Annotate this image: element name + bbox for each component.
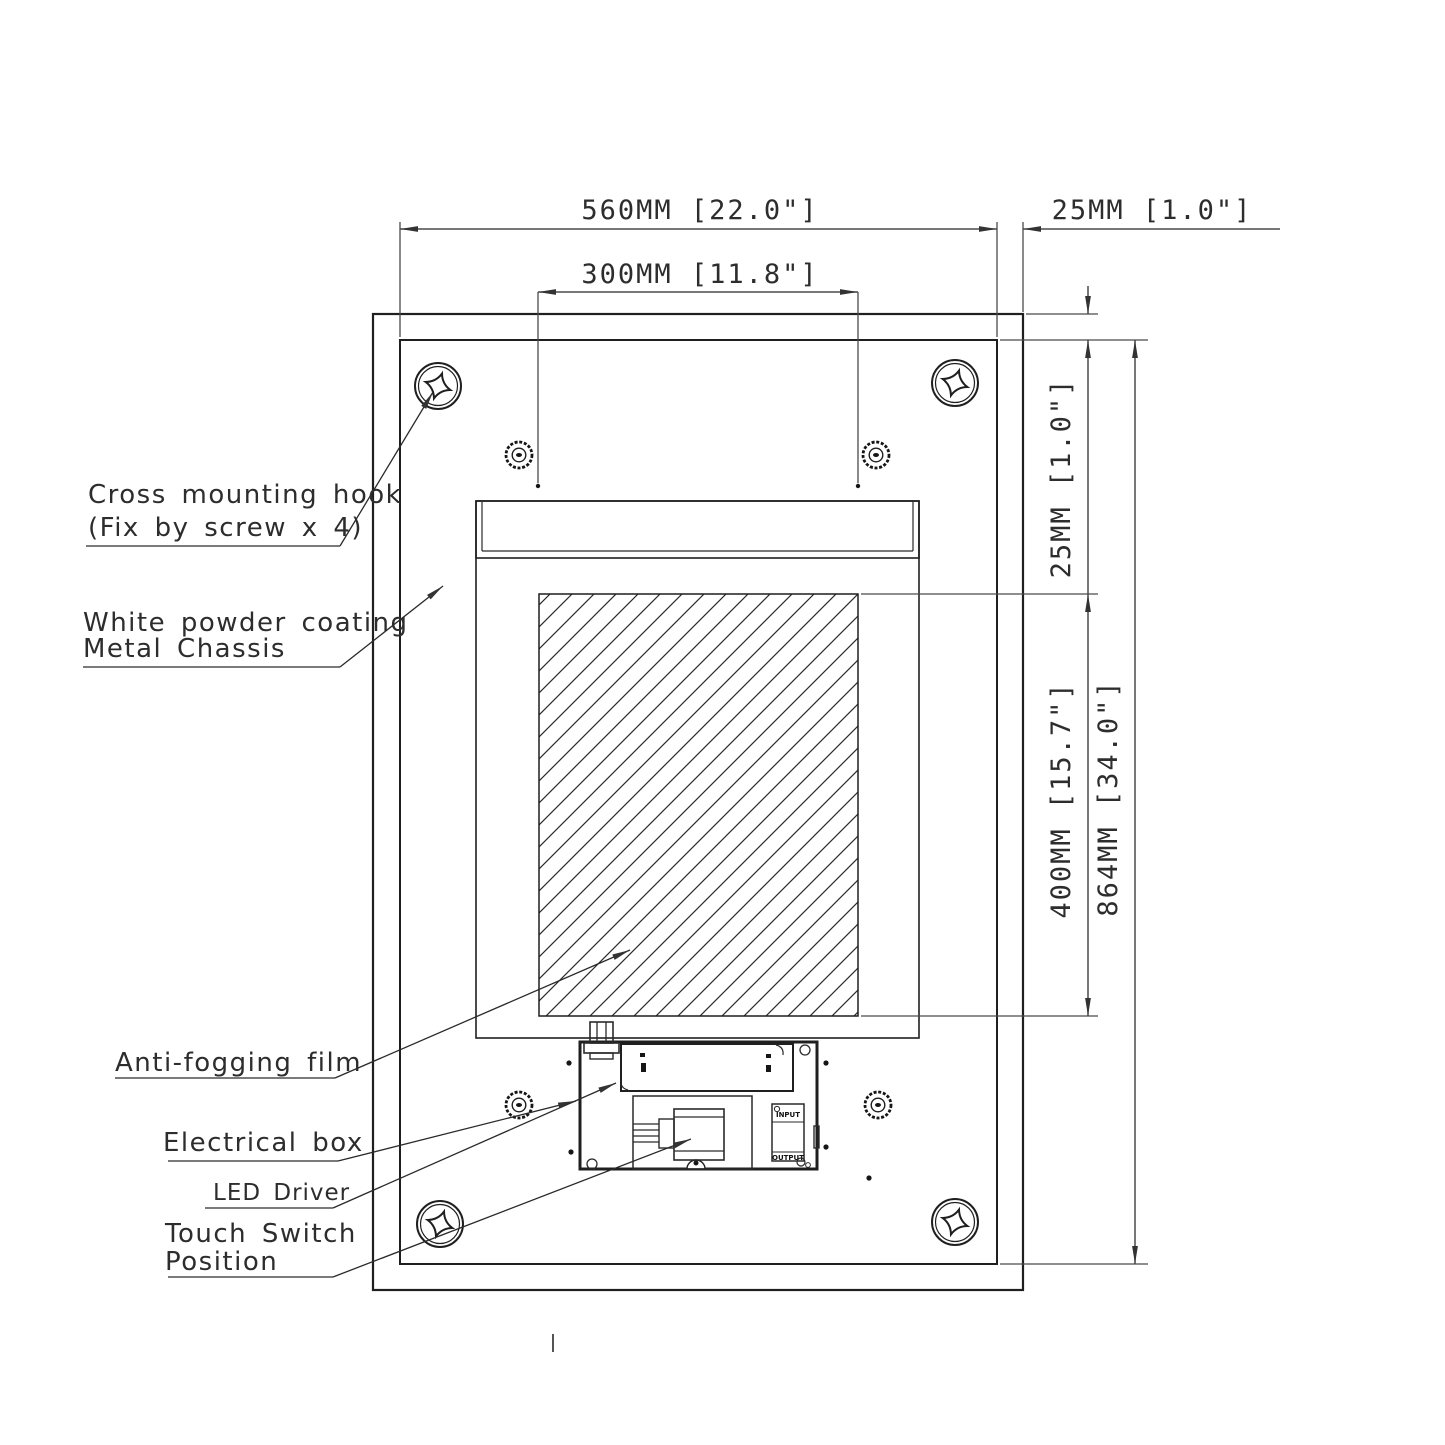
connector-mark xyxy=(641,1063,646,1072)
label-touch-switch-line1: Touch Switch xyxy=(164,1219,357,1249)
callout-labels: Cross mounting hook (Fix by screw x 4) W… xyxy=(83,480,409,1277)
box-side-tab xyxy=(813,1125,820,1149)
leader-film xyxy=(334,949,631,1079)
driver-compartment xyxy=(632,1095,753,1170)
dim-300mm-text: 300MM [11.8"] xyxy=(581,259,818,290)
connector-mark xyxy=(766,1065,771,1072)
mounting-rail-inner-lines xyxy=(481,501,914,552)
box-screw-hole xyxy=(586,1158,598,1170)
dim-864mm-text: 864MM [34.0"] xyxy=(1093,679,1124,916)
connector-mark xyxy=(766,1054,771,1058)
leader-led-driver xyxy=(332,1082,617,1209)
terminal-block xyxy=(771,1103,805,1162)
leader-chassis xyxy=(339,585,444,668)
metal-chassis-outline xyxy=(399,339,998,1265)
mounting-rail xyxy=(475,500,920,559)
transformer-winding-lines xyxy=(674,1116,724,1152)
leader-touch-switch xyxy=(332,1138,692,1278)
small-screw xyxy=(861,440,891,470)
mirror-outline xyxy=(371,312,1025,1292)
label-chassis-line1: White powder coating xyxy=(83,608,409,638)
cable-gland xyxy=(583,1021,620,1060)
corner-screw-top-right xyxy=(931,359,979,407)
label-touch-switch-line2: Position xyxy=(165,1247,278,1277)
dimension-lines xyxy=(399,222,1280,1265)
terminal-dividers xyxy=(772,1121,804,1153)
leader-mounting-hook xyxy=(339,391,434,547)
notch-screw-dot xyxy=(693,1160,699,1166)
label-electrical-box: Electrical box xyxy=(163,1128,364,1158)
board-corner-notch xyxy=(620,1079,629,1091)
corner-screw-bottom-left xyxy=(416,1200,464,1248)
dim-560mm-text: 560MM [22.0"] xyxy=(581,195,818,226)
electrical-box: INPUT OUTPUT xyxy=(578,1021,820,1171)
corner-screw-bottom-right xyxy=(931,1198,979,1246)
terminal-output-label: OUTPUT xyxy=(772,1154,804,1162)
label-mounting-hook-line2: (Fix by screw x 4) xyxy=(88,513,363,543)
terminal-screw xyxy=(796,1157,806,1167)
terminal-screw xyxy=(773,1105,781,1113)
leader-electrical-box xyxy=(337,1100,577,1162)
wires xyxy=(633,1123,659,1143)
label-chassis-line2: Metal Chassis xyxy=(83,634,286,664)
small-screw xyxy=(863,1090,893,1120)
dim-25mm-top-text: 25MM [1.0"] xyxy=(1052,195,1253,226)
electrical-box-outline xyxy=(578,1040,819,1171)
terminal-screw xyxy=(805,1162,811,1168)
small-screw xyxy=(504,440,534,470)
callout-leaders xyxy=(83,391,692,1278)
dim-400mm-text: 400MM [15.7"] xyxy=(1046,681,1077,918)
terminal-input-label: INPUT xyxy=(776,1111,800,1119)
wire-connector xyxy=(658,1118,675,1149)
label-film: Anti-fogging film xyxy=(115,1048,362,1078)
label-mounting-hook-line1: Cross mounting hook xyxy=(88,480,402,510)
led-driver-board xyxy=(620,1043,794,1092)
dimension-texts: 560MM [22.0"] 25MM [1.0"] 300MM [11.8"] … xyxy=(581,195,1253,919)
dim-25mm-side-text: 25MM [1.0"] xyxy=(1046,378,1077,579)
anti-fogging-film-area xyxy=(538,593,859,1017)
small-screw xyxy=(504,1090,534,1120)
corner-screw-top-left xyxy=(414,362,462,410)
board-corner-notch xyxy=(775,1044,784,1056)
connector-mark xyxy=(640,1053,645,1057)
box-screw-hole xyxy=(799,1044,811,1056)
mirror-structure xyxy=(371,312,1025,1292)
label-led-driver: LED Driver xyxy=(213,1180,350,1206)
rivet-dots xyxy=(535,483,872,1181)
